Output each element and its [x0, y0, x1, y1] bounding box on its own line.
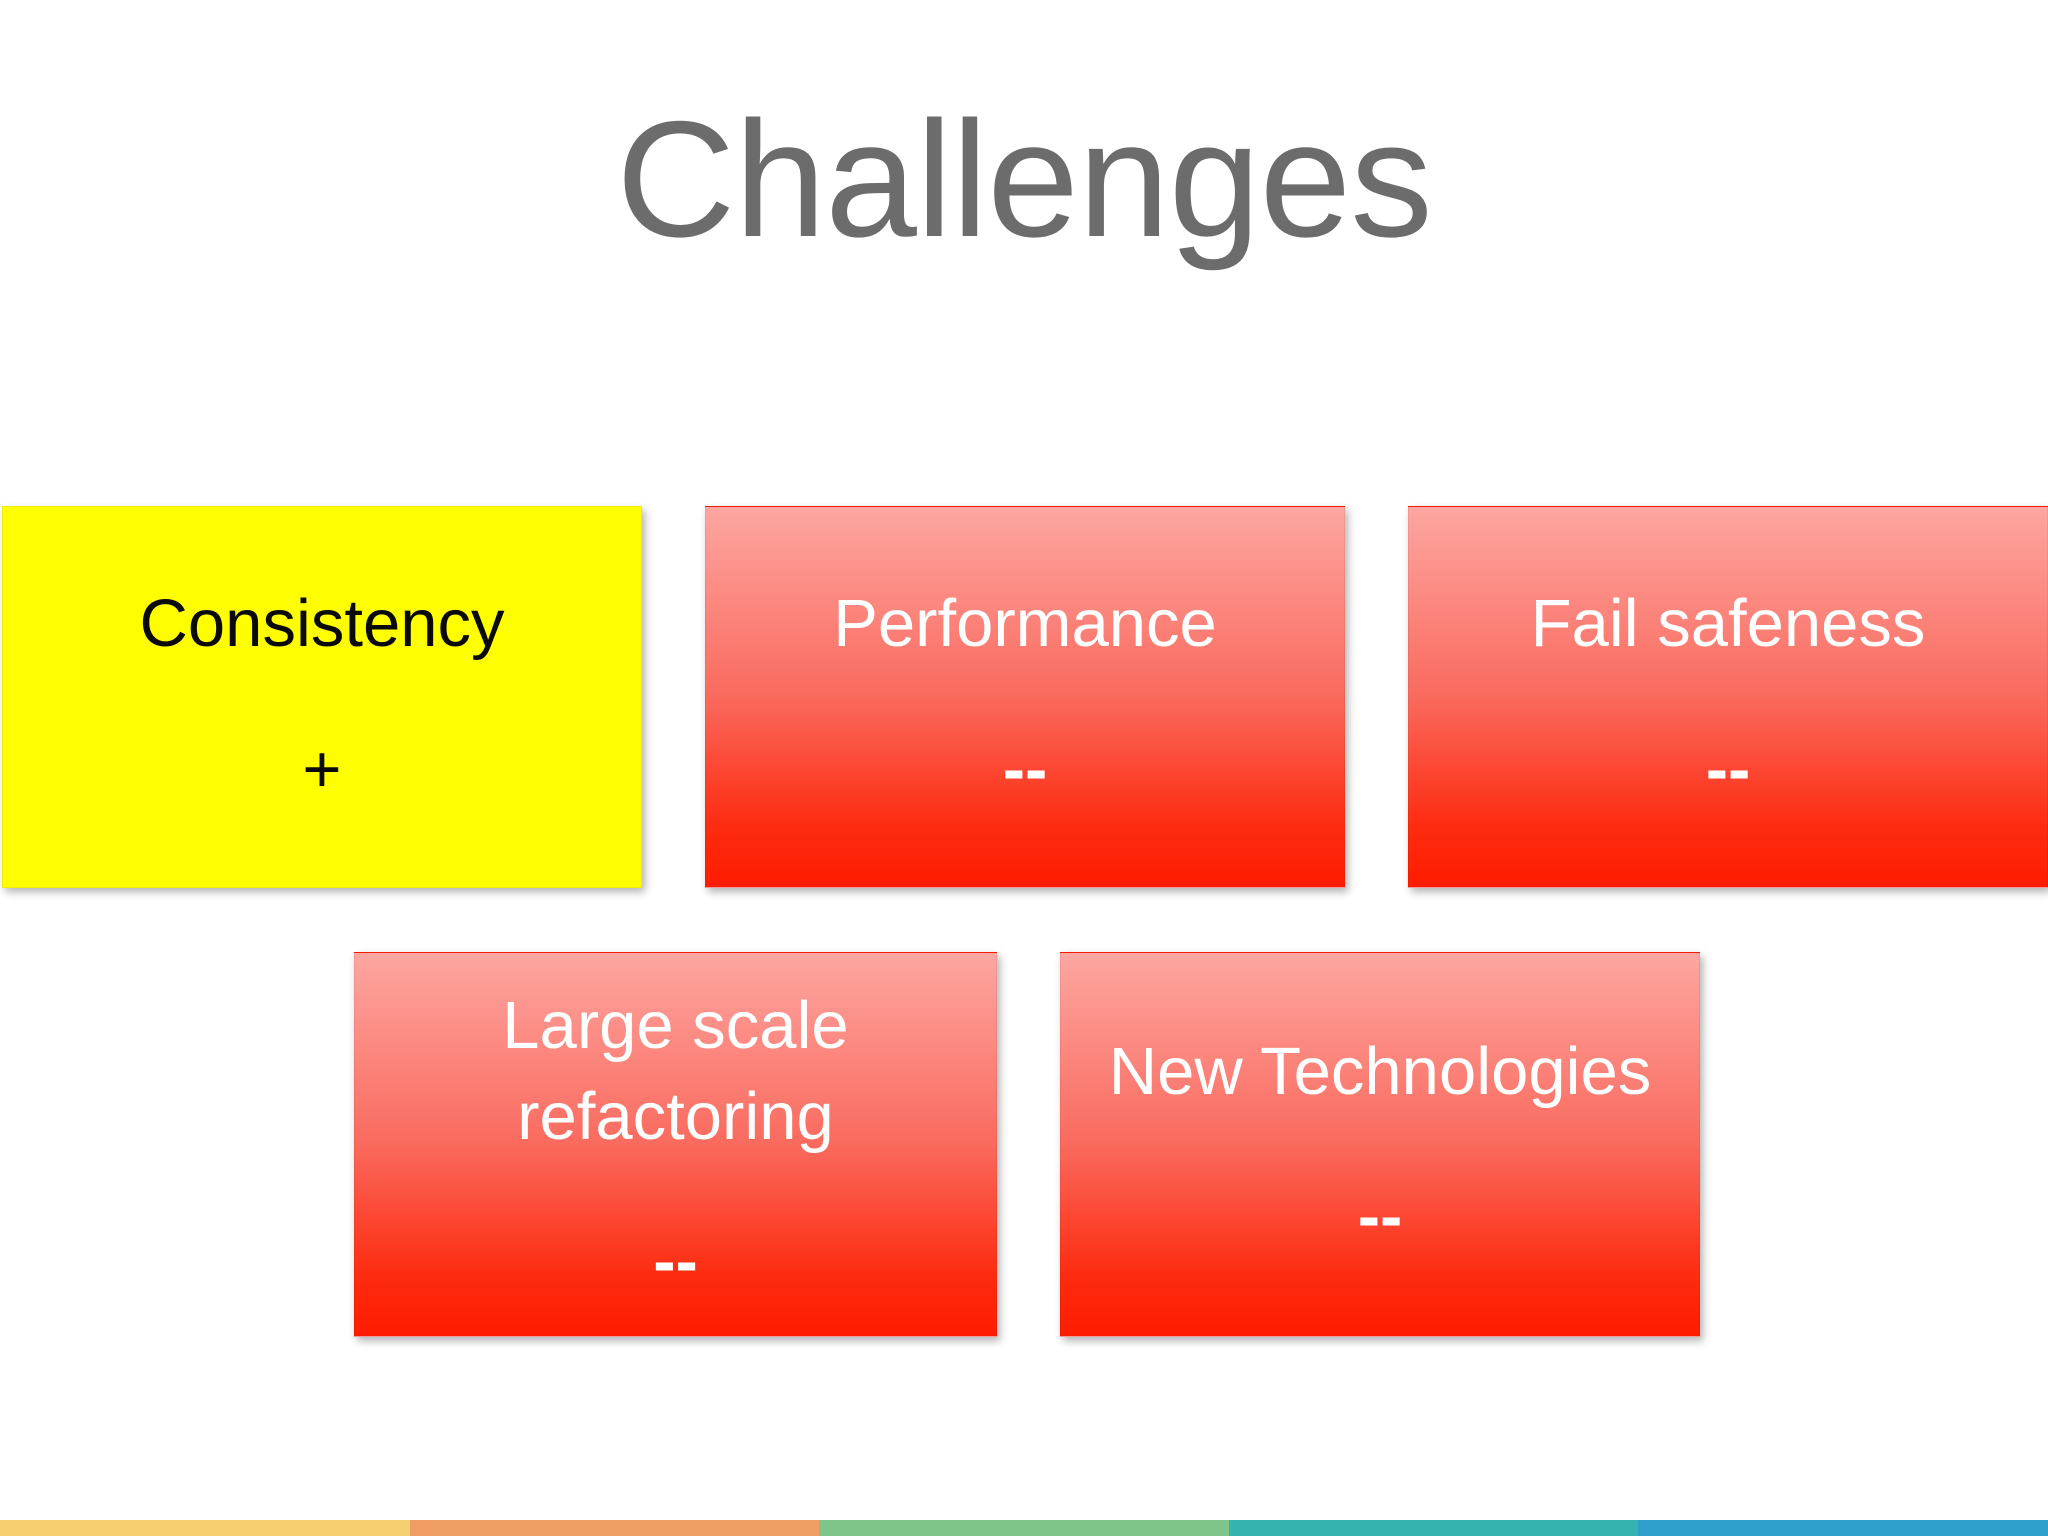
tile-performance: Performance --: [705, 506, 1345, 888]
tile-new-technologies: New Technologies --: [1060, 952, 1700, 1337]
tile-large-scale-refactoring: Large scale refactoring --: [354, 952, 997, 1337]
tile-fail-safeness-label: Fail safeness: [1530, 586, 1926, 662]
tile-performance-label: Performance: [833, 586, 1217, 662]
footer-segment-gold: [0, 1520, 410, 1536]
footer-segment-blue: [1638, 1520, 2048, 1536]
tile-new-technologies-rating: --: [1357, 1179, 1403, 1254]
footer-segment-orange: [409, 1520, 820, 1536]
footer-accent-bar: [0, 1520, 2048, 1536]
slide-title: Challenges: [616, 87, 1433, 271]
tile-consistency-rating: +: [302, 731, 342, 807]
footer-segment-green: [819, 1520, 1229, 1536]
tile-new-technologies-label: New Technologies: [1108, 1033, 1652, 1109]
tile-consistency-label: Consistency: [139, 586, 505, 662]
tile-large-scale-refactoring-label: Large scale refactoring: [502, 988, 849, 1154]
tile-large-scale-refactoring-rating: --: [653, 1224, 698, 1300]
tile-fail-safeness-rating: --: [1705, 731, 1751, 807]
footer-segment-teal: [1228, 1520, 1639, 1536]
tile-performance-rating: --: [1002, 731, 1048, 807]
tile-fail-safeness: Fail safeness --: [1408, 506, 2048, 888]
tile-consistency: Consistency +: [2, 506, 642, 888]
